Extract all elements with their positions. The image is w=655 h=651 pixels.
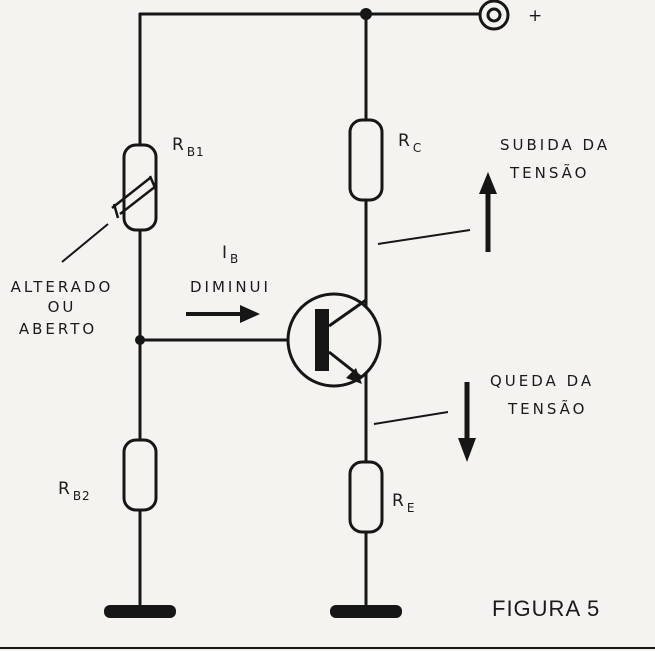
ground-right [330, 605, 402, 618]
fault-label-line2: OU [48, 298, 77, 316]
label-rb1: RB1 [172, 135, 205, 159]
resistor-re [348, 460, 384, 534]
figure-caption: FIGURA 5 [492, 596, 600, 621]
transistor-npn [286, 292, 382, 388]
rise-label-line2: TENSÃO [509, 163, 589, 182]
voltage-drop-arrow [458, 382, 476, 462]
voltage-rise-arrow [479, 172, 497, 252]
fault-label-line3: ABERTO [19, 320, 97, 338]
label-rb2: RB2 [58, 479, 91, 503]
rise-pointer-line [377, 229, 471, 245]
label-ib: IB [222, 243, 239, 266]
base-current-arrow [186, 305, 260, 323]
drop-pointer-line [373, 411, 449, 425]
label-re: RE [392, 491, 415, 515]
junction-dot-base [135, 335, 145, 345]
resistor-rc [348, 118, 384, 202]
plus-sign: + [528, 6, 545, 26]
fault-pointer-line [61, 223, 109, 263]
positive-terminal [478, 0, 510, 31]
fault-label-line1: ALTERADO [11, 278, 114, 296]
junction-dot-top [360, 8, 372, 20]
label-ib-note: DIMINUI [190, 278, 271, 296]
label-rc: RC [398, 131, 422, 155]
resistor-rb2 [122, 438, 158, 512]
ground-left [104, 605, 176, 618]
rise-label-line1: SUBIDA DA [500, 136, 610, 154]
drop-label-line1: QUEDA DA [490, 372, 594, 390]
rb1-alteration-mark [111, 175, 158, 219]
resistor-rb1 [122, 143, 158, 232]
drop-label-line2: TENSÃO [507, 399, 587, 418]
